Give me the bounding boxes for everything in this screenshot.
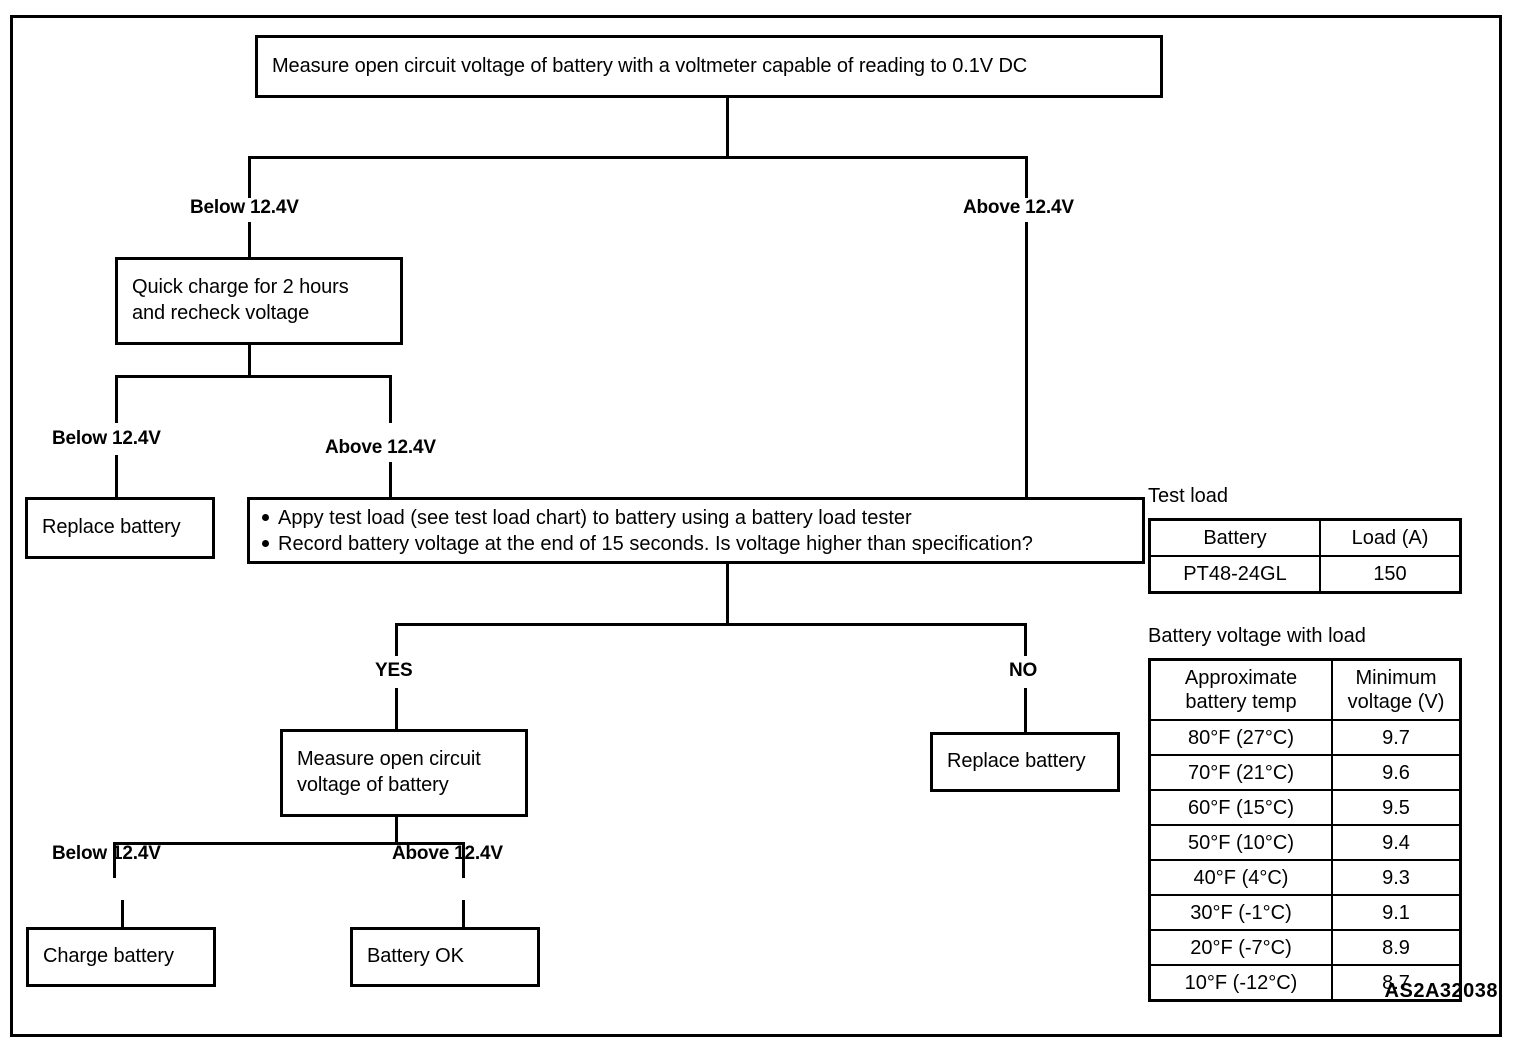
td-voltage: 9.6 [1331,754,1462,791]
th-approximate-battery-temp: Approximate battery temp [1148,658,1333,721]
td-voltage: 9.1 [1331,894,1462,931]
connector-measure-ocv-stem [395,817,398,844]
voltage-table-caption: Battery voltage with load [1148,625,1366,647]
th-volt-line-1: Minimum [1355,667,1437,689]
connector-recheck-below-to-replace [115,455,118,499]
bullet-item: Appy test load (see test load chart) to … [260,505,1132,531]
td-temp: 70°F (21°C) [1148,754,1333,791]
th-temp-line-2: battery temp [1185,691,1297,713]
connector-no-to-replace [1024,688,1027,732]
bullet-dot-icon [262,540,269,548]
th-battery: Battery [1148,518,1321,557]
td-voltage: 8.9 [1331,929,1462,966]
td-temp: 60°F (15°C) [1148,789,1333,826]
table-row: 50°F (10°C) 9.4 [1148,824,1462,861]
td-voltage: 9.5 [1331,789,1462,826]
td-temp: 30°F (-1°C) [1148,894,1333,931]
td-voltage: 9.7 [1331,719,1462,756]
branch-label-recheck-below: Below 12.4V [52,428,161,449]
node-quick-charge-label: Quick charge for 2 hours and recheck vol… [132,276,349,324]
node-measure-open-circuit-voltage-start: Measure open circuit voltage of battery … [255,35,1163,98]
branch-label-recheck-above: Above 12.4V [325,437,436,458]
th-minimum-voltage: Minimum voltage (V) [1331,658,1462,721]
connector-yes-to-measure [395,688,398,729]
node-replace-battery-left-label: Replace battery [42,516,181,539]
connector-recheck-split-bar [115,375,392,378]
table-row: 30°F (-1°C) 9.1 [1148,894,1462,931]
td-temp: 20°F (-7°C) [1148,929,1333,966]
table-header-row: Approximate battery temp Minimum voltage… [1148,658,1462,721]
td-voltage: 8.7 [1331,964,1462,1002]
node-replace-battery-left: Replace battery [25,497,215,559]
th-load: Load (A) [1319,518,1462,557]
table-row: 20°F (-7°C) 8.9 [1148,929,1462,966]
td-voltage: 9.3 [1331,859,1462,896]
td-temp: 50°F (10°C) [1148,824,1333,861]
table-row: 10°F (-12°C) 8.7 [1148,964,1462,1002]
connector-final-above-to-ok [462,900,465,928]
connector-top-left-drop [248,156,251,198]
node-battery-ok-label: Battery OK [367,945,464,968]
branch-label-final-above: Above 12.4V [392,843,503,864]
connector-yesno-split-bar [395,623,1027,626]
table-row: 60°F (15°C) 9.5 [1148,789,1462,826]
node-replace-battery-right-label: Replace battery [947,750,1086,773]
drawing-reference-code: AS2A32038 [1384,980,1498,1002]
connector-no-drop [1024,623,1027,656]
test-load-table: Battery Load (A) PT48-24GL 150 [1148,518,1462,594]
th-volt-line-2: voltage (V) [1347,691,1445,713]
td-temp: 80°F (27°C) [1148,719,1333,756]
bullet-dot-icon [262,514,269,521]
connector-quickcharge-stem [248,345,251,377]
td-load-amps: 150 [1319,555,1462,594]
connector-top-split-bar [248,156,1028,159]
bullet-text-1: Appy test load (see test load chart) to … [278,507,912,529]
bullet-item: Record battery voltage at the end of 15 … [260,531,1132,557]
connector-above-longdrop [1025,222,1028,497]
connector-start-stem [726,98,729,158]
node-charge-battery-label: Charge battery [43,945,174,968]
table-row: 70°F (21°C) 9.6 [1148,754,1462,791]
table-row: PT48-24GL 150 [1148,555,1462,594]
node-replace-battery-right: Replace battery [930,732,1120,792]
branch-label-top-above: Above 12.4V [963,197,1074,218]
node-charge-battery: Charge battery [26,927,216,987]
connector-recheck-above-to-bullets [389,462,392,498]
table-row: 80°F (27°C) 9.7 [1148,719,1462,756]
node-load-test-instructions: Appy test load (see test load chart) to … [247,497,1145,564]
node-quick-charge: Quick charge for 2 hours and recheck vol… [115,257,403,345]
td-temp: 40°F (4°C) [1148,859,1333,896]
th-temp-line-1: Approximate [1184,667,1298,689]
connector-recheck-left-drop [115,375,118,423]
node-measure-ocv-label: Measure open circuit voltage of battery [297,748,481,796]
table-header-row: Battery Load (A) [1148,518,1462,557]
td-battery-model: PT48-24GL [1148,555,1321,594]
table-row: 40°F (4°C) 9.3 [1148,859,1462,896]
node-battery-ok: Battery OK [350,927,540,987]
test-load-table-caption: Test load [1148,485,1229,507]
node-measure-open-circuit-voltage: Measure open circuit voltage of battery [280,729,528,817]
node-start-label: Measure open circuit voltage of battery … [272,54,1028,77]
branch-label-top-below: Below 12.4V [190,197,299,218]
connector-below-to-quickcharge [248,222,251,257]
connector-yes-drop [395,623,398,656]
td-voltage: 9.4 [1331,824,1462,861]
td-temp: 10°F (-12°C) [1148,964,1333,1002]
connector-top-right-drop [1025,156,1028,198]
branch-label-yes: YES [375,660,413,681]
connector-final-left-drop [113,842,116,878]
connector-final-below-to-charge [121,900,124,928]
connector-bullets-stem [726,564,729,625]
connector-final-right-drop [462,842,465,878]
branch-label-no: NO [1009,660,1038,681]
branch-label-final-below: Below 12.4V [52,843,161,864]
diagram-outer-border [10,15,1502,1037]
battery-voltage-with-load-table: Approximate battery temp Minimum voltage… [1148,658,1462,1002]
bullet-text-2: Record battery voltage at the end of 15 … [278,533,1033,556]
connector-final-split-bar [113,842,465,845]
connector-recheck-right-drop [389,375,392,423]
